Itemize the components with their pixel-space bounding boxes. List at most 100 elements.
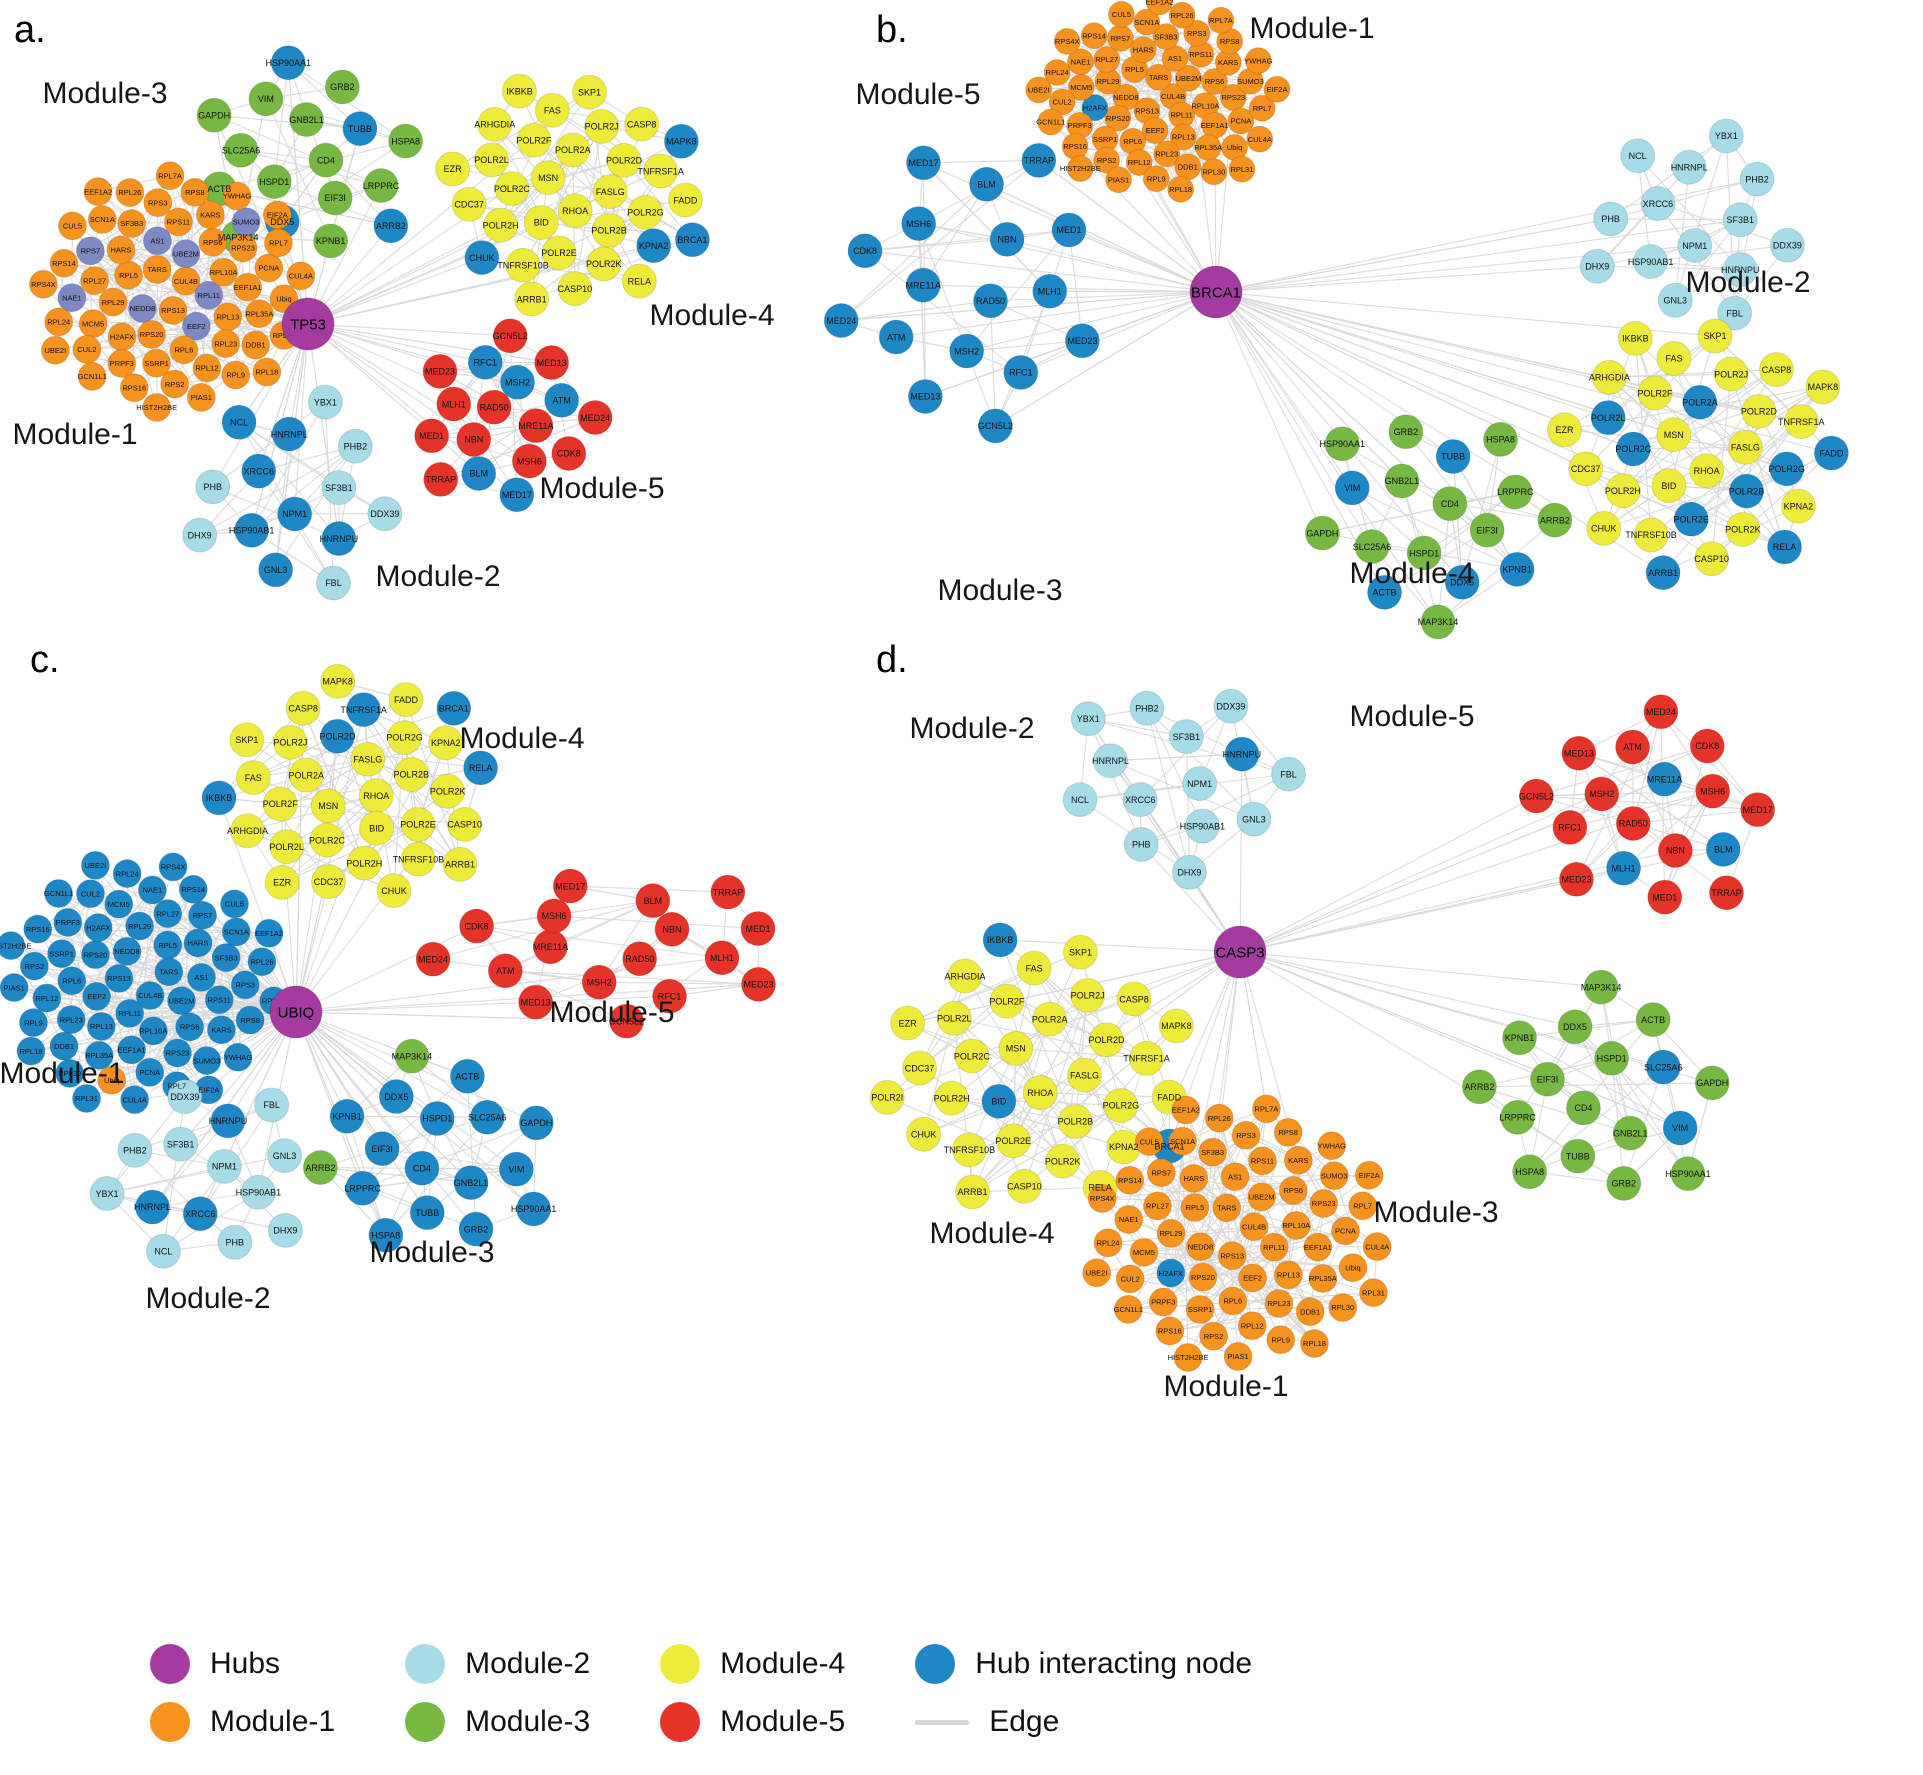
node [1175, 64, 1203, 92]
node [1218, 1286, 1248, 1316]
node-label: RPS16 [26, 925, 50, 934]
node [518, 1105, 554, 1141]
node-label: TRRAP [425, 475, 456, 485]
node [487, 953, 523, 989]
node-label: POLR2D [1088, 1035, 1125, 1045]
node-label: FBL [1280, 769, 1297, 779]
node [1123, 826, 1159, 862]
node-label: VIM [508, 1164, 524, 1174]
node-label: EEF2 [187, 322, 206, 331]
node-label: H2AFX [110, 333, 134, 342]
node-label: RPL24 [47, 318, 70, 327]
node-label: ACTB [207, 184, 231, 194]
node [1647, 879, 1683, 915]
node-label: RPS23 [166, 1049, 190, 1058]
node [1697, 318, 1733, 354]
node [271, 416, 307, 452]
node-label: RPS4X [31, 280, 56, 289]
node-label: MSH2 [505, 377, 530, 387]
node-label: HARS [1133, 45, 1154, 54]
edge [1143, 1251, 1353, 1269]
node [1677, 228, 1713, 264]
node [624, 106, 660, 142]
node [1022, 1075, 1058, 1111]
node-label: CUL5 [1112, 10, 1131, 19]
edge [1239, 745, 1708, 953]
node-label: YBX1 [96, 1189, 119, 1199]
edge [1351, 487, 1518, 570]
node [229, 722, 265, 758]
edge [990, 291, 1217, 302]
edge [1215, 291, 1518, 570]
node-label: POLR2E [1673, 514, 1709, 524]
node [115, 178, 145, 208]
node [1037, 108, 1065, 136]
node-label: GAPDH [1696, 1078, 1728, 1088]
edge [1110, 760, 1255, 820]
node [364, 1131, 400, 1167]
node [1016, 950, 1052, 986]
node [1729, 473, 1765, 509]
node [1148, 1287, 1178, 1317]
node [53, 907, 83, 937]
node [80, 850, 110, 880]
edge [1015, 1047, 1147, 1059]
edge [180, 1011, 297, 1145]
node-label: RPS20 [140, 330, 164, 339]
node-label: GNL3 [1242, 814, 1266, 824]
node [315, 565, 351, 601]
legend-item-hubs: Hubs [150, 1642, 335, 1686]
node [581, 964, 617, 1000]
node-label: SF3B1 [325, 483, 353, 493]
node-label: MED17 [1743, 805, 1773, 815]
node-label: MED1 [1056, 225, 1081, 235]
node-label: NBN [663, 925, 682, 935]
node [1552, 809, 1588, 845]
node-label: RPL6 [175, 346, 194, 355]
node [1217, 1241, 1247, 1271]
node-label: POLR2A [288, 770, 324, 780]
node-label: MED13 [910, 392, 940, 402]
node-label: RPL35A [85, 1051, 113, 1060]
edge [1536, 745, 1708, 797]
edge [1024, 1105, 1122, 1187]
node-label: RPS11 [1251, 1157, 1274, 1166]
edge [1015, 1048, 1101, 1188]
node-label: BLM [469, 469, 488, 479]
node-label: RPL11 [1170, 111, 1192, 120]
node [1179, 1163, 1209, 1193]
edge [1239, 951, 1267, 1109]
edge [307, 323, 486, 363]
node [1358, 1278, 1388, 1308]
node-label: RPS2 [1204, 1332, 1224, 1341]
node-label: MAP3K14 [392, 1051, 433, 1061]
node-label: TNFRSF1A [637, 166, 684, 176]
node-label: DDX5 [1563, 1022, 1587, 1032]
node-label: PRPF3 [1151, 1298, 1175, 1307]
node [75, 879, 105, 909]
node [1143, 1191, 1173, 1221]
node [373, 208, 409, 244]
edge [69, 1052, 178, 1074]
edge [1155, 124, 1216, 180]
node-label: FADD [1157, 1092, 1182, 1102]
node [936, 1000, 972, 1036]
node-label: DDB1 [246, 341, 266, 350]
node-label: RPS23 [1312, 1199, 1336, 1208]
node-label: FAS [1026, 963, 1043, 973]
node [223, 1042, 253, 1072]
node-label: SSRP1 [144, 359, 169, 368]
node-label: RPL29 [102, 298, 125, 307]
node [1248, 94, 1276, 122]
edge [1574, 1026, 1689, 1174]
edge [519, 90, 576, 212]
edge [1239, 849, 1676, 953]
node-label: RPL7A [158, 171, 182, 180]
edge [1401, 480, 1555, 521]
node [710, 874, 746, 910]
edge [1215, 291, 1787, 470]
node-label: POLR2B [1058, 1117, 1094, 1127]
node-label: DDB1 [54, 1042, 74, 1051]
node-label: RPS23 [231, 244, 255, 253]
